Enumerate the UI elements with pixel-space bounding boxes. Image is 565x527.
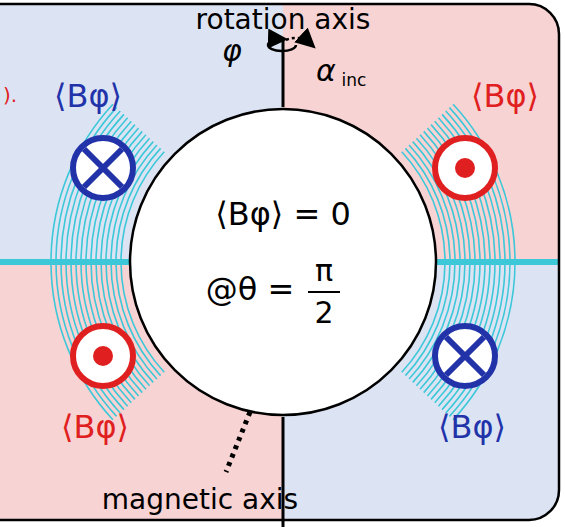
field-label: ⟨Bφ⟩ — [54, 79, 122, 114]
field-label: ⟨Bφ⟩ — [438, 410, 506, 445]
field-label: ⟨Bφ⟩ — [61, 410, 129, 445]
field-equation: ⟨Bφ⟩ = 0 — [215, 197, 351, 232]
latitude-condition: @θ = — [206, 272, 295, 307]
star-circle: ⟨Bφ⟩ = 0 @θ = π 2 — [128, 107, 438, 417]
angle-subscript: inc — [342, 71, 367, 90]
angle-symbol: φ — [222, 34, 242, 67]
field-label: ⟨Bφ⟩ — [471, 79, 539, 114]
axis-label: rotation axis — [196, 5, 371, 36]
angle-symbol: α — [316, 54, 336, 87]
cropped-text: ). — [3, 84, 17, 106]
fraction-numerator: π — [315, 254, 333, 287]
fraction-bar — [308, 291, 340, 293]
fraction-denominator: 2 — [314, 296, 333, 329]
axis-label: magnetic axis — [102, 485, 298, 516]
star-outline — [128, 107, 438, 417]
